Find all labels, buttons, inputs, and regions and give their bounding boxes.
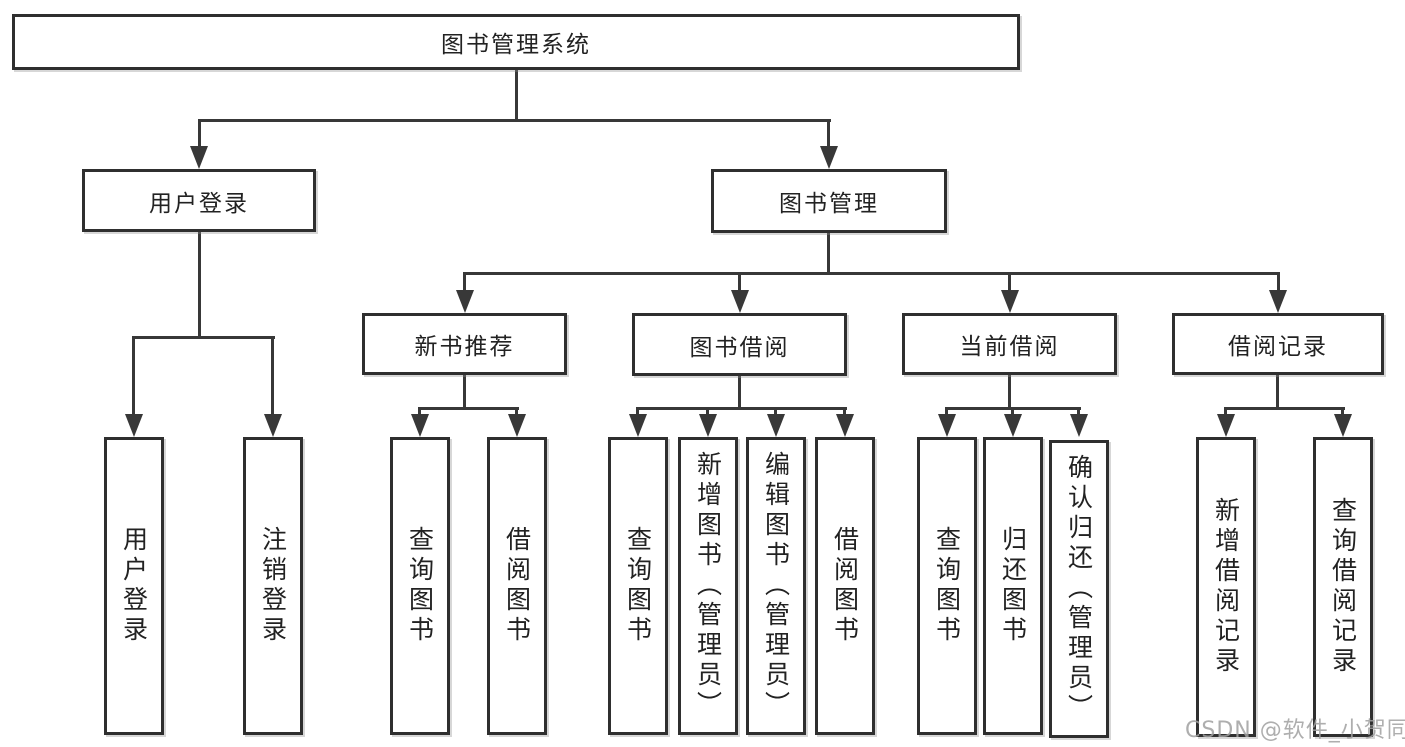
connector-drop [515,407,518,417]
connector-drop [132,336,135,416]
leaf-label: 借阅图书 [830,526,860,646]
connector-stem-book-management [827,233,830,274]
leaf-label: 查询借阅记录 [1328,497,1358,677]
arrow-down-icon [767,414,785,437]
leaf-label: 查询图书 [405,526,435,646]
arrow-down-icon [836,414,854,437]
arrow-down-icon [1217,414,1235,437]
connector-rail-recommend [418,407,519,410]
arrow-down-icon [1334,414,1352,437]
connector-stem-recommend [463,375,466,409]
connector-stem-root [515,70,518,122]
node-label: 图书管理 [779,191,879,217]
arrow-down-icon [190,146,208,169]
leaf-borrow-books-borrowing: 借阅图书 [815,437,875,735]
connector-drop [827,119,830,148]
node-borrowing-records: 借阅记录 [1172,313,1384,375]
connector-drop [1011,407,1014,417]
connector-drop [1341,407,1344,417]
connector-stem-user-login [198,232,201,339]
connector-drop [271,336,274,416]
node-label: 当前借阅 [959,334,1060,360]
arrow-down-icon [508,414,526,437]
leaf-user-login: 用户登录 [104,437,164,735]
node-label: 图书借阅 [689,334,790,361]
arrow-down-icon [1269,290,1287,313]
connector-drop [1224,407,1227,417]
arrow-down-icon [456,290,474,313]
node-label: 图书管理系统 [441,32,591,58]
arrow-down-icon [1001,290,1019,313]
leaf-label: 编辑图书（管理员） [761,451,791,721]
arrow-down-icon [1004,414,1022,437]
connector-rail-borrowing [636,407,847,410]
connector-rail-root [198,119,831,122]
leaf-query-books-recommend: 查询图书 [390,437,450,735]
node-label: 新书推荐 [414,334,515,360]
node-user-login: 用户登录 [82,169,316,232]
node-book-borrowing: 图书借阅 [632,313,847,376]
connector-stem-borrowing [738,376,741,409]
leaf-label: 注销登录 [258,526,288,646]
arrow-down-icon [629,414,647,437]
arrow-down-icon [264,414,282,437]
leaf-borrow-books-recommend: 借阅图书 [487,437,547,735]
node-label: 借阅记录 [1228,334,1328,360]
leaf-label: 归还图书 [998,526,1028,646]
leaf-add-books-admin: 新增图书（管理员） [678,437,738,735]
csdn-watermark: CSDN @软件_小贺同学 [1185,718,1405,743]
leaf-label: 借阅图书 [502,526,532,646]
connector-drop [1277,272,1280,292]
arrow-down-icon [820,146,838,169]
connector-rail-records [1224,407,1345,410]
node-book-management: 图书管理 [711,169,947,233]
connector-drop [198,119,201,148]
connector-drop [463,272,466,292]
arrow-down-icon [411,414,429,437]
connector-drop [843,407,846,417]
connector-drop [418,407,421,417]
connector-drop [774,407,777,417]
leaf-confirm-return-admin: 确认归还（管理员） [1049,440,1109,738]
arrow-down-icon [1070,414,1088,437]
leaf-label: 用户登录 [119,526,149,646]
connector-drop [1008,272,1011,292]
connector-drop [706,407,709,417]
connector-drop [636,407,639,417]
leaf-label: 新增图书（管理员） [693,451,723,721]
arrow-down-icon [938,414,956,437]
leaf-query-borrow-record: 查询借阅记录 [1313,437,1373,737]
leaf-add-borrow-record: 新增借阅记录 [1196,437,1256,737]
leaf-label: 新增借阅记录 [1211,497,1241,677]
connector-drop [945,407,948,417]
connector-stem-records [1276,375,1279,409]
arrow-down-icon [125,414,143,437]
leaf-query-books-borrowing: 查询图书 [608,437,668,735]
leaf-label: 确认归还（管理员） [1064,454,1094,724]
connector-rail-book-management [463,272,1280,275]
node-new-book-recommend: 新书推荐 [362,313,567,375]
node-label: 用户登录 [149,190,249,217]
connector-drop [738,272,741,292]
leaf-label: 查询图书 [932,526,962,646]
leaf-edit-books-admin: 编辑图书（管理员） [746,437,806,735]
leaf-return-books: 归还图书 [983,437,1043,735]
arrow-down-icon [731,290,749,313]
leaf-label: 查询图书 [623,526,653,646]
arrow-down-icon [699,414,717,437]
leaf-logout: 注销登录 [243,437,303,735]
connector-stem-current [1008,375,1011,409]
node-library-management-system: 图书管理系统 [12,14,1020,70]
node-current-borrowing: 当前借阅 [902,313,1117,375]
leaf-query-books-current: 查询图书 [917,437,977,735]
connector-drop [1077,407,1080,417]
connector-rail-user-login [132,336,275,339]
